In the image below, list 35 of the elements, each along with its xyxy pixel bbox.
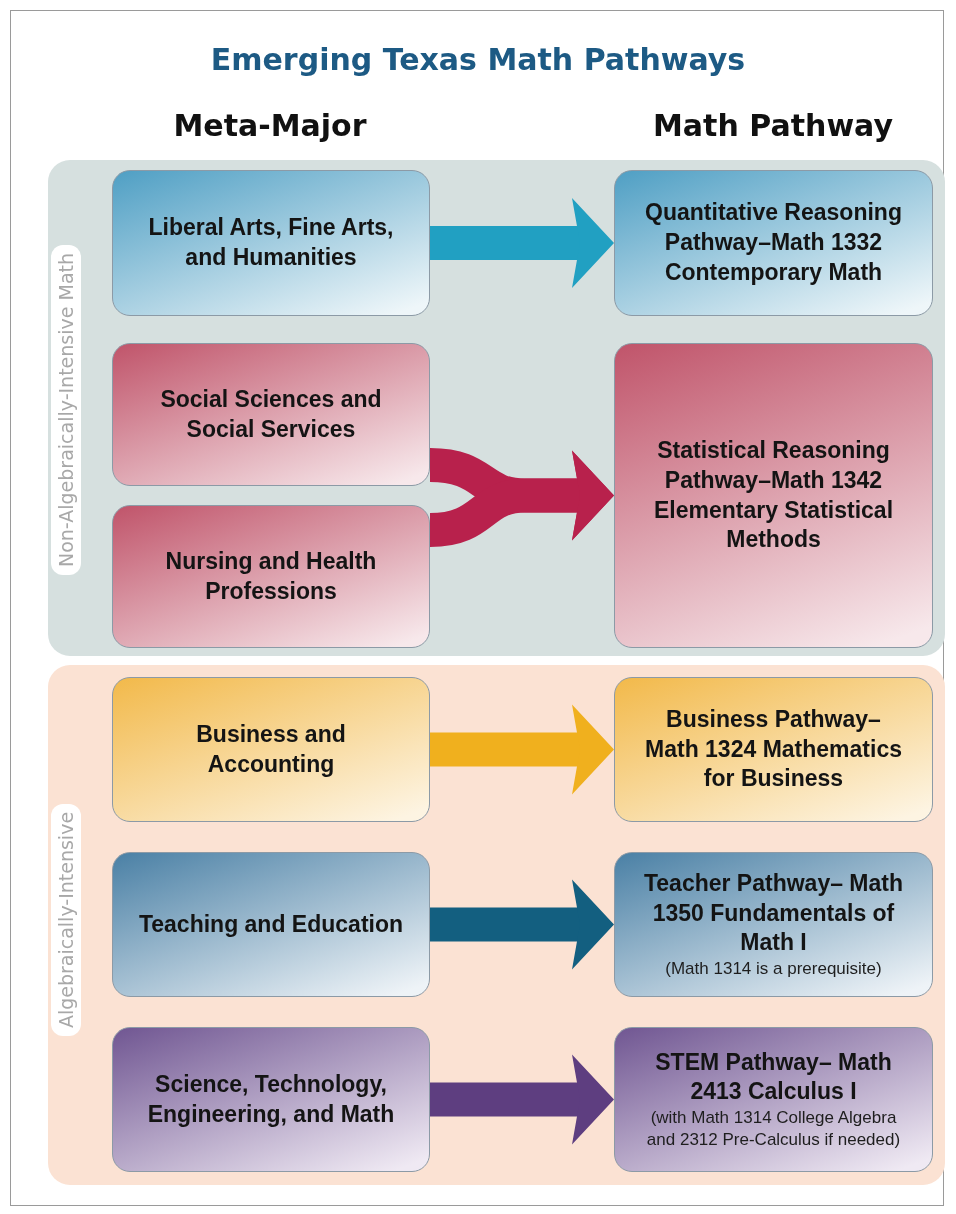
pathway-box	[614, 852, 933, 997]
box-title: STEM Pathway– Math 2413 Calculus I	[654, 1047, 893, 1107]
arrow	[430, 704, 614, 795]
band-label: Algebraically-Intensive	[51, 803, 81, 1037]
arrow	[430, 198, 614, 288]
box-title: Business and Accounting	[195, 719, 347, 779]
box-title: Social Sciences and Social Services	[159, 384, 383, 444]
pathway-box	[112, 505, 430, 648]
box-title: Teacher Pathway– Math 1350 Fundamentals of Math I	[642, 868, 905, 958]
pathway-box	[614, 343, 933, 648]
pathway-box	[614, 677, 933, 822]
box-title: Science, Technology, Engineering, and Math	[146, 1069, 396, 1129]
box-note: (Math 1314 is a prerequisite)	[665, 958, 882, 981]
box-title: Business Pathway– Math 1324 Mathematics for Business	[644, 704, 903, 794]
pathway-box	[112, 170, 430, 316]
column-header: Meta-Major	[172, 108, 368, 143]
group-band	[48, 160, 945, 656]
arrow	[430, 879, 614, 970]
band-label: Non-Algebraically-Intensive Math	[51, 244, 81, 576]
box-note: (with Math 1314 College Algebra and 2312 Pre-Calculus if needed)	[645, 1107, 902, 1152]
arrow	[430, 1054, 614, 1145]
box-title: Quantitative Reasoning Pathway–Math 1332 Contemporary Math	[644, 198, 903, 287]
pathway-box	[614, 1027, 933, 1172]
diagram-title: Emerging Texas Math Pathways	[209, 42, 747, 77]
box-title: Nursing and Health Professions	[164, 546, 378, 606]
pathway-box	[112, 677, 430, 822]
box-title: Liberal Arts, Fine Arts, and Humanities	[147, 213, 395, 272]
column-header: Math Pathway	[652, 108, 894, 143]
pathway-box	[112, 852, 430, 997]
pathway-box	[112, 1027, 430, 1172]
box-title: Teaching and Education	[138, 909, 404, 939]
pathway-box	[614, 170, 933, 316]
group-band	[48, 665, 945, 1185]
box-title: Statistical Reasoning Pathway–Math 1342 Elementary Statistical Methods	[652, 435, 895, 555]
pathway-box	[112, 343, 430, 486]
